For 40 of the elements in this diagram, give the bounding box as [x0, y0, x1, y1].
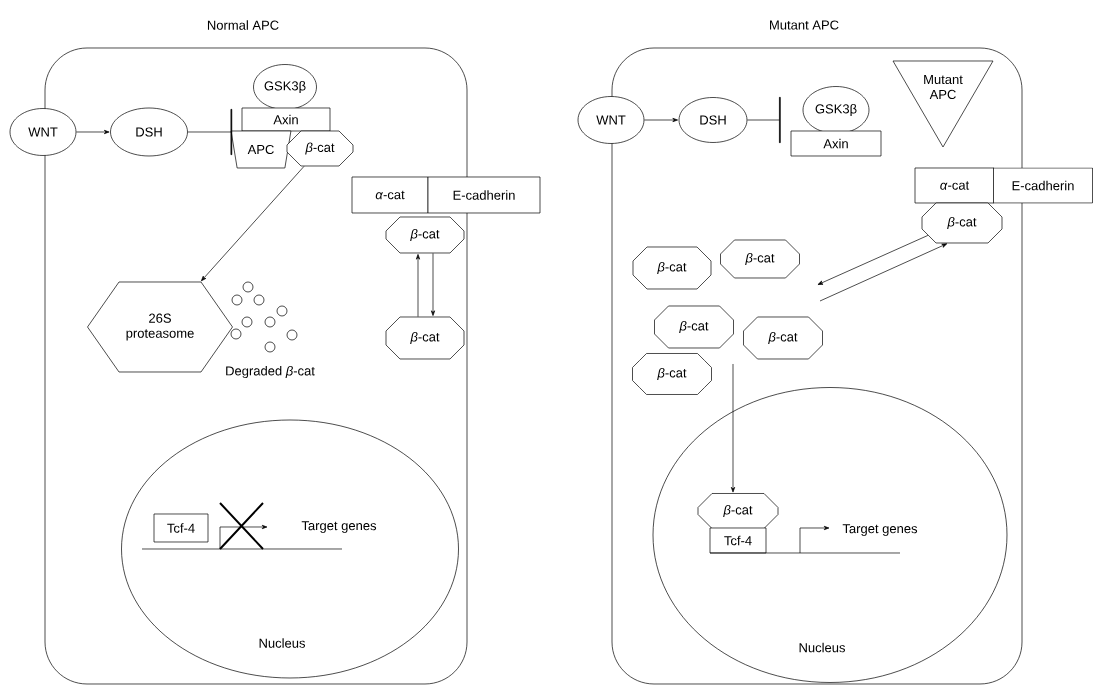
octagon-node: β-cat [632, 246, 712, 290]
oval-node: GSK3β [253, 64, 317, 110]
text-label: Target genes [842, 524, 918, 536]
arrow [730, 363, 736, 493]
rectangle-node: Tcf-4 [709, 527, 767, 554]
arrow [415, 254, 421, 317]
arrow [817, 235, 929, 285]
octagon-node: β-cat [743, 316, 823, 360]
rectangle-node: Axin [790, 130, 882, 157]
rectangle-node: α-cat [914, 167, 995, 204]
rectangle-node: Axin [241, 107, 331, 132]
arrow [819, 243, 948, 302]
triangle-node: Mutant APC [892, 60, 994, 148]
oval-node: DSH [110, 107, 188, 157]
text-label: Target genes [301, 521, 377, 533]
octagon-node: β-cat [654, 305, 734, 349]
panel-heading: Mutant APC [770, 20, 839, 30]
panel-heading: Normal APC [207, 20, 279, 30]
octagon-node: β-cat [697, 493, 779, 529]
octagon-node: β-cat [632, 353, 712, 395]
oval-node: WNT [577, 96, 645, 144]
octagon-node: β-cat [385, 216, 465, 254]
arrow [430, 253, 436, 316]
rectangle-node: E-cadherin [427, 176, 541, 214]
octagon-node: β-cat [385, 316, 465, 360]
oval-node: WNT [9, 108, 77, 156]
inhibition-line [187, 109, 233, 155]
arrow [644, 117, 678, 123]
trapezoid-node: APC [230, 130, 292, 169]
octagon-node: β-cat [720, 239, 800, 279]
arrow [201, 166, 305, 282]
octagon-node: β-cat [921, 202, 1003, 244]
oval-node: GSK3β [802, 86, 870, 134]
inhibition-line [747, 97, 781, 143]
rectangle-node: Tcf-4 [153, 513, 209, 543]
rectangle-node: α-cat [351, 176, 429, 214]
octagon-node: β-cat [286, 130, 354, 167]
oval-node: DSH [678, 97, 748, 143]
rectangle-node: E-cadherin [993, 167, 1093, 204]
arrow [76, 129, 110, 135]
